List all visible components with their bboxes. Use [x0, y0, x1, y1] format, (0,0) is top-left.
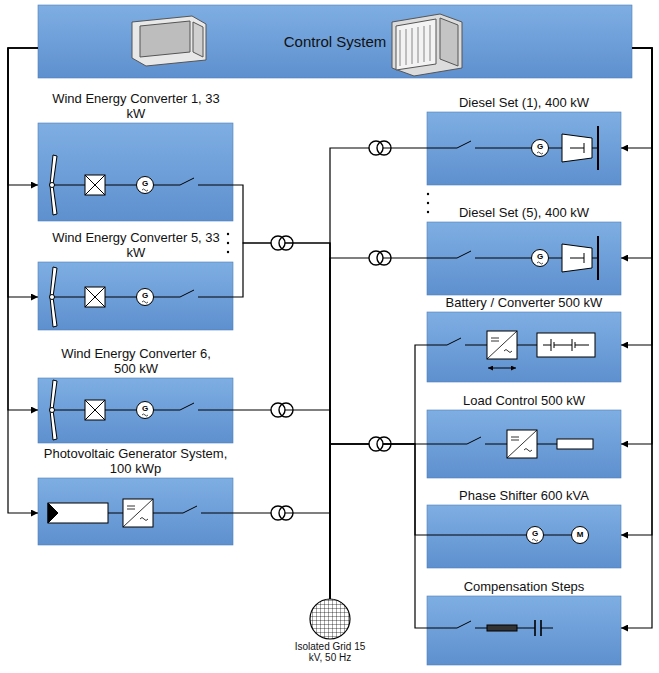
power-line [233, 185, 330, 599]
box-heading: Wind Energy Converter 6, 500 kW [51, 346, 221, 376]
component-box: Diesel Set (1), 400 kW [427, 112, 621, 185]
control-line [621, 48, 652, 444]
box-ground [38, 478, 233, 545]
box-heading: Wind Energy Converter 1, 33 kW [51, 91, 221, 121]
power-line [330, 444, 427, 599]
generator-symbol [137, 177, 154, 194]
control-rack [392, 14, 462, 76]
box-ground [38, 5, 632, 78]
control-band: Control System [38, 5, 632, 78]
component-box: Compensation Steps [427, 596, 621, 665]
machine-letter: M [574, 530, 586, 539]
component-box: Wind Energy Converter 1, 33 kW [38, 123, 233, 221]
generator-symbol [532, 140, 549, 157]
component-box: Phase Shifter 600 kVA [427, 505, 621, 568]
power-line [330, 258, 427, 599]
box-heading: Wind Energy Converter 5, 33 kW [51, 230, 221, 260]
wind-turbine-symbol [50, 155, 234, 215]
box-ground [427, 312, 621, 382]
transformer-symbol [271, 506, 293, 520]
node-label: Control System [38, 33, 632, 51]
power-line [233, 410, 330, 599]
box-heading: Diesel Set (5), 400 kW [427, 205, 621, 220]
component-box: Load Control 500 kW [427, 410, 621, 478]
motor-symbol [572, 527, 589, 544]
compensation-symbol [427, 620, 553, 636]
box-heading: Battery / Converter 500 kW [427, 295, 621, 310]
machine-letter: G [139, 404, 151, 413]
box-ground [427, 222, 621, 295]
control-line [621, 48, 652, 628]
control-line [621, 48, 652, 535]
machine-letter: G [139, 291, 151, 300]
component-box: Wind Energy Converter 6, 500 kW [38, 378, 233, 443]
machine-letter: G [534, 252, 546, 261]
box-ground [427, 410, 621, 478]
power-line [330, 148, 427, 599]
box-heading: Diesel Set (1), 400 kW [427, 95, 621, 110]
switch-symbol [467, 437, 481, 444]
control-line [8, 48, 38, 410]
box-ground [38, 123, 233, 221]
power-line [330, 444, 427, 599]
wind-turbine-symbol [50, 267, 234, 327]
generator-symbol [532, 250, 549, 267]
machine-letter: G [139, 179, 151, 188]
box-heading: Compensation Steps [427, 579, 621, 594]
inverter-symbol [487, 331, 517, 359]
component-box: Photovoltaic Generator System, 100 kWp [38, 478, 233, 545]
inverter-symbol [507, 430, 537, 458]
phase-shifter-symbol [427, 535, 571, 536]
switch-symbol [457, 141, 471, 148]
generator-symbol [527, 527, 544, 544]
box-heading: Phase Shifter 600 kVA [427, 488, 621, 503]
control-line [621, 48, 652, 148]
control-terminal [132, 16, 206, 66]
box-ground [427, 505, 621, 568]
continuation-dots [227, 193, 429, 253]
transformer-symbol [271, 236, 293, 250]
power-line [233, 243, 330, 599]
power-line [330, 444, 427, 628]
transformer-symbol [369, 437, 391, 451]
node-label: Isolated Grid 15 kV, 50 Hz [290, 641, 370, 663]
component-box: Wind Energy Converter 5, 33 kW [38, 262, 233, 330]
box-ground [38, 262, 233, 330]
component-box: Diesel Set (5), 400 kW [427, 222, 621, 295]
transformer-symbol [369, 251, 391, 265]
component-box: Battery / Converter 500 kW [427, 312, 621, 382]
transformer-symbol [369, 141, 391, 155]
control-line [8, 48, 38, 297]
box-heading: Photovoltaic Generator System, 100 kWp [38, 446, 233, 476]
switch-symbol [183, 506, 197, 513]
box-ground [38, 378, 233, 443]
wind-turbine-symbol [50, 380, 234, 440]
power-line [330, 345, 427, 599]
box-heading: Load Control 500 kW [427, 393, 621, 408]
grid-symbol [310, 599, 350, 639]
switch-symbol [457, 251, 471, 258]
inverter-symbol [123, 499, 153, 527]
control-line [8, 48, 38, 185]
generator-symbol [137, 289, 154, 306]
box-ground [427, 596, 621, 665]
box-ground [427, 112, 621, 185]
control-line [621, 48, 652, 345]
switch-symbol [447, 338, 461, 345]
diesel-symbol [427, 126, 598, 280]
grid-node: Isolated Grid 15 kV, 50 Hz [290, 599, 370, 669]
generator-symbol [137, 402, 154, 419]
machine-letter: G [534, 142, 546, 151]
power-line [233, 513, 330, 599]
machine-letter: G [529, 529, 541, 538]
control-line [621, 48, 652, 258]
control-line [8, 48, 38, 513]
switch-symbol [457, 621, 471, 628]
transformer-symbol [271, 403, 293, 417]
